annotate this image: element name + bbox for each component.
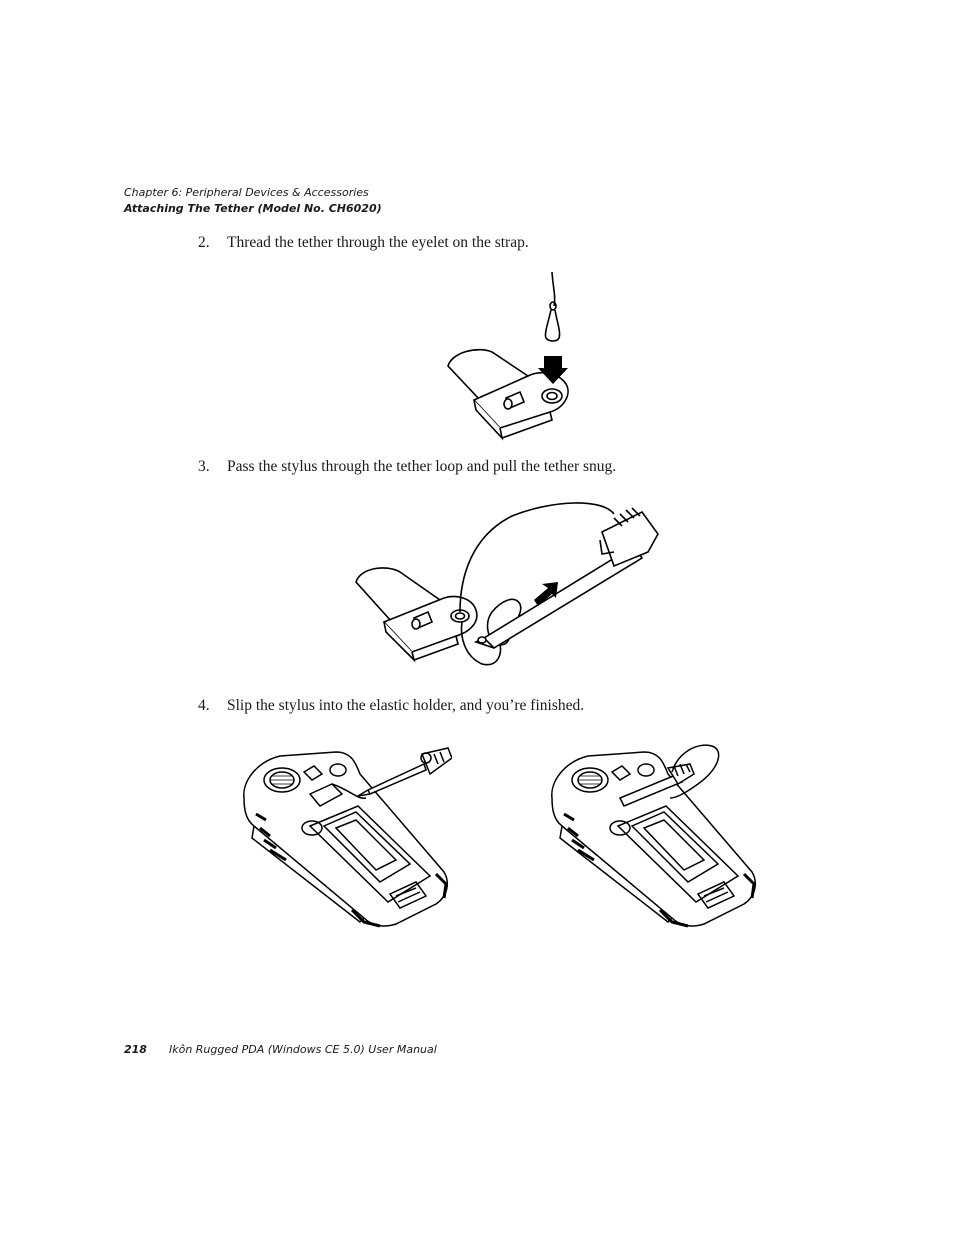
section-title: Attaching The Tether (Model No. CH6020) (124, 202, 382, 215)
pda-stylus-stored-illustration (548, 744, 760, 930)
pda-stylus-out-illustration (240, 744, 452, 930)
step-number: 4. (198, 697, 210, 714)
strap-eyelet-illustration (440, 268, 580, 443)
running-header: Chapter 6: Peripheral Devices & Accessor… (124, 185, 382, 217)
page-number: 218 (124, 1043, 147, 1056)
step-2: 2. Thread the tether through the eyelet o… (198, 234, 529, 252)
running-footer: 218 Ikôn Rugged PDA (Windows CE 5.0) User… (124, 1043, 437, 1056)
step-number: 2. (198, 234, 210, 251)
manual-title: Ikôn Rugged PDA (Windows CE 5.0) User Ma… (168, 1043, 437, 1056)
step-3: 3. Pass the stylus through the tether loo… (198, 458, 616, 476)
chapter-title: Chapter 6: Peripheral Devices & Accessor… (124, 186, 369, 199)
stylus-tether-loop-illustration (352, 496, 662, 671)
step-text: Slip the stylus into the elastic holder,… (227, 697, 585, 714)
step-number: 3. (198, 458, 210, 475)
step-4: 4. Slip the stylus into the elastic holde… (198, 697, 584, 715)
step-text: Thread the tether through the eyelet on … (227, 234, 529, 251)
step-text: Pass the stylus through the tether loop … (227, 458, 617, 475)
